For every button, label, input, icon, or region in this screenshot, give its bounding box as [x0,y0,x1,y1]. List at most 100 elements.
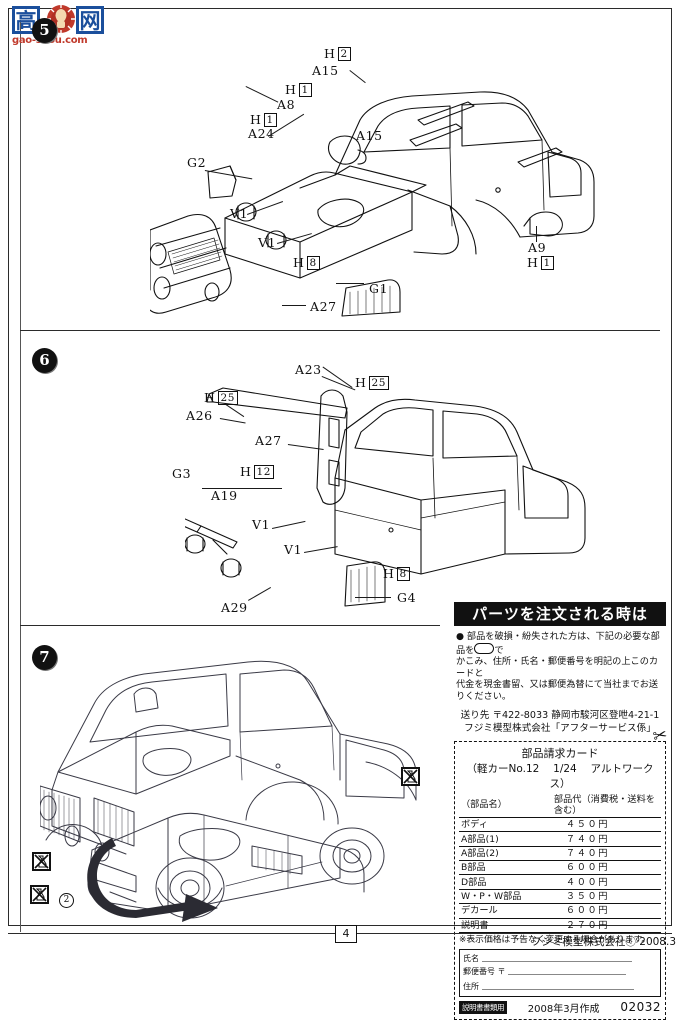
step-divider-1 [20,330,660,331]
part-name-cell: W・P・W部品 [459,889,552,905]
form-rule-name[interactable] [481,954,632,962]
part-name-cell: デカール [459,903,552,919]
parts-order-note-line3: 代金を現金書留、又は郵便為替にて当社までお送りください。 [456,679,659,702]
step-badge-5: 5 [32,18,57,43]
part-price-cell: ６００円 [551,903,661,919]
parts-order-note-line1b: で [494,644,504,656]
form-field-address[interactable]: 住所 [463,981,634,992]
parts-request-coupon: ✂ 部品請求カード （軽カーNo.12 1/24 アルトワークス） （部品名） … [454,724,669,1020]
coupon-code: 02032 [620,1000,661,1015]
part-price-cell: ７４０円 [551,831,661,847]
no-glue-icon [32,852,51,871]
leader-line [336,283,364,284]
watermark-url: gao-shou.com [12,35,116,46]
part-label-a9: A9 [528,240,547,255]
parts-order-panel: パーツを注文される時は ● 部品を破損・紛失された方は、下記の必要な部品をで か… [452,602,669,1020]
step-badge-7: 7 [32,645,57,670]
part-label-a19: A19 [211,488,238,503]
table-header-row: （部品名） 部品代（消費税・送料を含む） [459,792,661,818]
part-label-v1-a: V1 [230,206,249,221]
part-label-a8: A8 [277,97,296,112]
part-label-a23: A23 [295,362,322,377]
no-glue-icon [401,767,420,786]
step7-illustration [40,640,440,925]
part-price-cell: ４００円 [551,874,661,890]
price-disclaimer: ※表示価格は予告なく変更する場合があります。 [459,934,651,945]
leader-line [202,488,282,489]
part-qty-box: 2 [337,47,351,61]
no-glue-icon [30,885,49,904]
form-rule-address[interactable] [481,982,634,990]
part-name-cell: A部品(2) [459,846,552,862]
page-number: 4 [335,925,357,943]
parts-order-address: 送り先 〒422-8033 静岡市駿河区登呭4-21-1 フジミ模型株式会社「ア… [452,709,668,735]
col-header-part-price: 部品代（消費税・送料を含む） [551,792,661,818]
coupon-date: 2008年3月作成 [527,1003,600,1015]
copyright-notice: フジミ模型株式会社ⓒ 2008.3 [530,936,676,948]
part-qty-box: 1 [298,83,312,97]
part-label-g4: G4 [397,590,417,605]
form-field-name[interactable]: 氏名 [463,953,632,964]
coupon-subtitle: （軽カーNo.12 1/24 アルトワークス） [466,762,654,790]
parts-order-banner-text: パーツを注文される時は [472,605,648,623]
address-line-2: フジミ模型株式会社「アフターサービス係」 [464,722,656,734]
part-qty-box: 12 [253,465,275,479]
parts-order-note-line1a: ● 部品を破損・紛失された方は、下記の必要な部品を [456,631,660,656]
part-label-g3: G3 [172,466,192,481]
circled-step-number: 2 [59,893,74,908]
form-label-zip: 郵便番号 〒 [463,966,506,976]
watermark-char-right: 网 [76,6,104,34]
customer-form-box[interactable]: 氏名 郵便番号 〒 住所 [459,948,661,997]
parts-order-note-line2: かこみ、住所・氏名・郵便番号を明記の上このカードと [456,656,659,679]
page-inner-border [20,20,678,932]
part-label-v1-b: V1 [258,235,277,250]
table-row: A部品(2)７４０円 [459,846,661,862]
step5-illustration [150,40,600,330]
parts-order-note: ● 部品を破損・紛失された方は、下記の必要な部品をで かこみ、住所・氏名・郵便番… [456,631,666,703]
leader-line [536,226,537,242]
coupon-title: 部品請求カード [521,746,599,760]
part-name-cell: D部品 [459,874,552,890]
form-rule-zip[interactable] [508,967,627,975]
step-badge-6: 6 [32,348,57,373]
address-line-1: 送り先 〒422-8033 静岡市駿河区登呭4-21-1 [460,709,660,721]
part-name-cell: 説明書 [459,918,552,933]
part-price-cell: ３５０円 [551,889,661,905]
step6-illustration [185,370,605,620]
part-price-cell: ７４０円 [551,846,661,862]
form-field-zip[interactable]: 郵便番号 〒 [463,966,627,977]
watermark: 高 网 gao-shou.com [12,2,116,48]
part-price-cell: ２７０円 [551,918,661,933]
leader-line [355,597,391,598]
part-name-cell: A部品(1) [459,831,552,847]
part-price-cell: ６００円 [551,860,661,876]
part-label-a15-top: A15 [312,63,339,78]
part-qty-box: 8 [396,567,410,581]
part-label-g2: G2 [187,155,207,170]
part-label-a26: A26 [186,408,213,423]
coupon-footer: 説明書書類用 2008年3月作成 02032 [459,1000,661,1015]
step-divider-2 [20,625,440,626]
coupon-stamp: 説明書書類用 [459,1000,507,1014]
table-row: A部品(1)７４０円 [459,831,661,847]
col-header-part-name: （部品名） [459,792,552,818]
part-label-v1-c: V1 [252,517,271,532]
part-qty-box: 1 [263,113,277,127]
part-qty-box: 1 [540,256,554,270]
part-label-a29: A29 [221,600,248,615]
part-name-cell: ボディ [459,817,552,833]
